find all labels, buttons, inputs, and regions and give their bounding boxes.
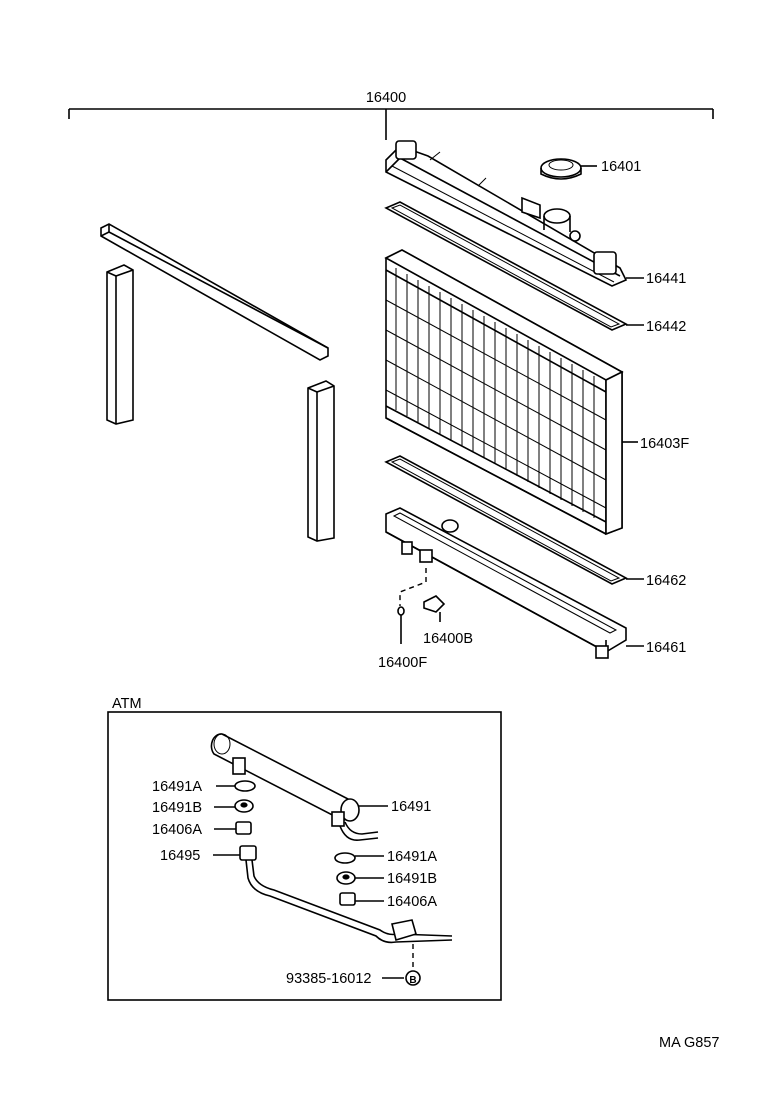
label-oil-cooler: 16491	[391, 799, 431, 815]
label-cooler-pipe: 16495	[160, 848, 200, 864]
section-label-atm: ATM	[112, 696, 142, 712]
bolt	[382, 944, 421, 986]
atm-section-box	[107, 711, 502, 1001]
label-upper-tank: 16441	[646, 271, 686, 287]
label-nut-right: 16406A	[387, 894, 437, 910]
footer-code: MA G857	[659, 1035, 719, 1051]
label-ring-right-b: 16491B	[387, 871, 437, 887]
lower-gasket	[384, 455, 644, 585]
lower-tank	[385, 507, 644, 659]
assembly-bracket	[68, 108, 714, 140]
radiator-core	[384, 249, 638, 536]
drain-plug	[397, 606, 405, 644]
label-nut-left: 16406A	[152, 822, 202, 838]
seal-strips	[100, 223, 335, 542]
label-lower-gasket: 16462	[646, 573, 686, 589]
label-ring-left-b: 16491B	[152, 800, 202, 816]
right-washer-stack	[334, 852, 384, 906]
oil-cooler	[210, 733, 388, 842]
upper-tank	[385, 140, 644, 287]
label-ring-right-a: 16491A	[387, 849, 437, 865]
label-ring-left-a: 16491A	[152, 779, 202, 795]
drain-cock	[399, 568, 446, 622]
label-upper-gasket: 16442	[646, 319, 686, 335]
label-bolt: 93385-16012	[286, 971, 371, 987]
label-drain-cock: 16400B	[423, 631, 473, 647]
left-washer-stack	[214, 780, 256, 835]
label-cap: 16401	[601, 159, 641, 175]
assembly-part-number: 16400	[366, 90, 406, 106]
bolt-symbol: B	[409, 975, 416, 986]
label-core: 16403F	[640, 436, 689, 452]
label-lower-tank: 16461	[646, 640, 686, 656]
cooler-pipe	[213, 845, 453, 944]
radiator-cap	[540, 158, 597, 180]
label-drain-plug: 16400F	[378, 655, 427, 671]
upper-gasket	[384, 201, 644, 331]
